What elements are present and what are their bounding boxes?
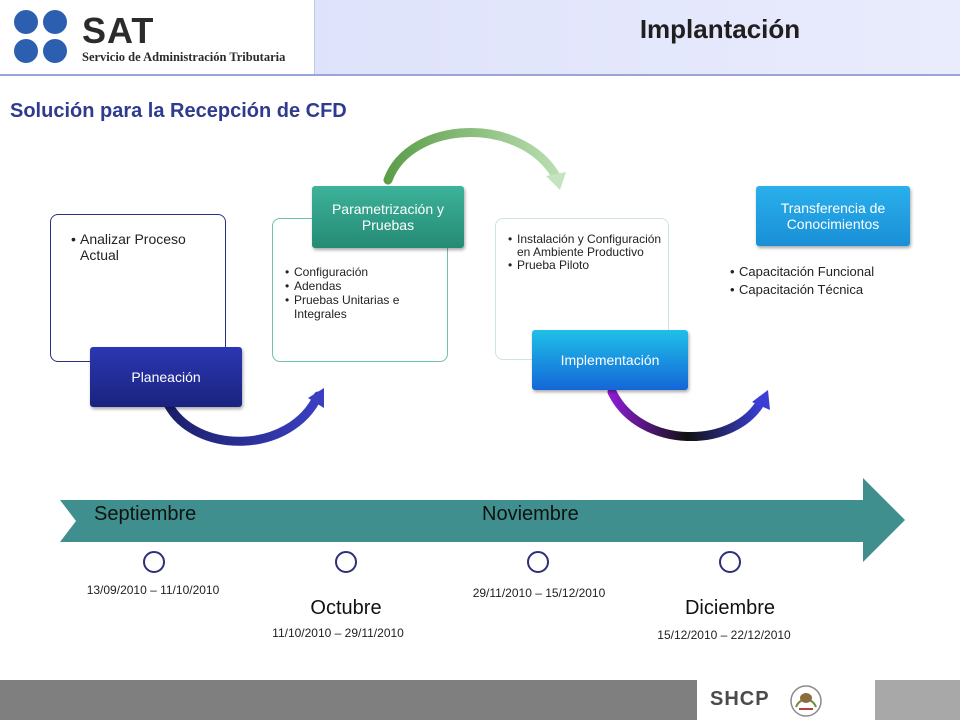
phase-list-transferencia: Capacitación Funcional Capacitación Técn… — [730, 264, 890, 297]
timeline-arrow — [60, 478, 905, 562]
phase-list-parametrizacion: Configuración Adendas Pruebas Unitarias … — [285, 265, 443, 321]
list-item: Adendas — [285, 279, 443, 293]
shcp-logo — [697, 680, 875, 720]
logo-text: SAT — [82, 10, 155, 51]
timeline-month-noviembre: Noviembre — [482, 503, 579, 525]
timeline-marker-1 — [143, 551, 165, 573]
timeline-marker-3 — [527, 551, 549, 573]
timeline-month-diciembre: Diciembre — [684, 597, 776, 619]
sat-logo — [0, 0, 315, 74]
timeline-marker-4 — [719, 551, 741, 573]
phase-button-parametrizacion[interactable]: Parametrización y Pruebas — [312, 186, 464, 248]
timeline-range-1: 13/09/2010 – 11/10/2010 — [86, 583, 220, 597]
list-item: Instalación y Configuración en Ambiente … — [508, 233, 664, 259]
phase-button-implementacion[interactable]: Implementación — [532, 330, 688, 390]
page-title: Implantación — [639, 14, 801, 44]
list-item: Configuración — [285, 265, 443, 279]
footer-right-band — [875, 680, 960, 720]
timeline-range-4: 15/12/2010 – 22/12/2010 — [657, 628, 791, 642]
timeline-range-3: 29/11/2010 – 15/12/2010 — [472, 586, 606, 600]
timeline-marker-2 — [335, 551, 357, 573]
phase-button-planeacion[interactable]: Planeación — [90, 347, 242, 407]
arc-arrow-top — [383, 128, 566, 190]
arc-arrow-implementacion — [607, 387, 770, 442]
phase-box-transferencia: Capacitación Funcional Capacitación Técn… — [730, 264, 890, 297]
timeline-month-septiembre: Septiembre — [94, 503, 197, 525]
arc-arrow-planeacion — [163, 388, 324, 446]
phase-list-implementacion: Instalación y Configuración en Ambiente … — [508, 233, 664, 273]
phase-list-planeacion: Analizar Proceso Actual — [71, 231, 221, 263]
logo-subtext: Servicio de Administración Tributaria — [82, 50, 286, 64]
timeline-range-2: 11/10/2010 – 29/11/2010 — [272, 626, 404, 640]
sat-logo-dots-icon — [14, 10, 67, 63]
timeline-month-octubre: Octubre — [310, 597, 382, 619]
shcp-logo-text: SHCP — [710, 688, 770, 710]
list-item: Prueba Piloto — [508, 259, 664, 273]
list-item: Capacitación Funcional — [730, 264, 890, 279]
list-item: Capacitación Técnica — [730, 282, 890, 297]
phase-box-planeacion: Analizar Proceso Actual — [50, 214, 226, 362]
phase-button-transferencia[interactable]: Transferencia de Conocimientos — [756, 186, 910, 246]
slide-subtitle: Solución para la Recepción de CFD — [10, 100, 347, 122]
list-item: Analizar Proceso Actual — [71, 231, 221, 263]
mexico-seal-icon — [790, 685, 822, 717]
list-item: Pruebas Unitarias e Integrales — [285, 293, 443, 321]
